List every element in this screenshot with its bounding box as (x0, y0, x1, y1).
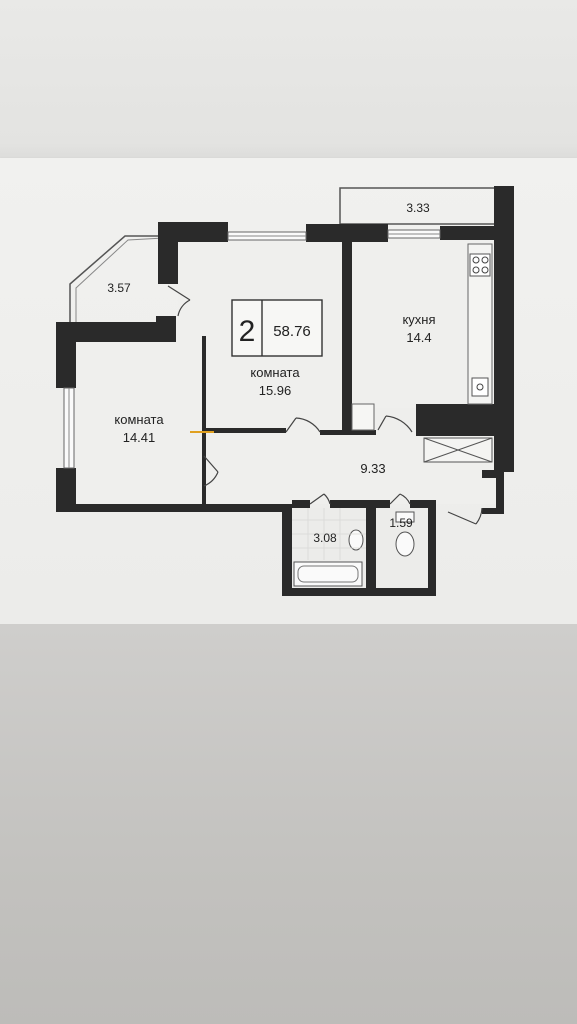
room-count: 2 (239, 315, 256, 348)
wardrobe-icon (423, 437, 493, 463)
kitchen-area: 14.4 (406, 330, 431, 345)
toilet-area: 1.59 (389, 516, 413, 530)
doors (167, 285, 483, 525)
living-room-area: 15.96 (259, 383, 292, 398)
apartment-badge: 2 58.76 (231, 299, 323, 357)
table-surface (0, 624, 577, 1024)
balcony-left-outline (69, 235, 160, 322)
balcony-left-area: 3.57 (107, 281, 131, 295)
sink-icon (471, 377, 489, 397)
kitchen-name: кухня (402, 312, 435, 327)
kitchen-counter (467, 243, 493, 405)
radiator-icon (351, 403, 375, 431)
hallway-area: 9.33 (360, 461, 385, 476)
windows (63, 229, 441, 469)
toilet-icon (395, 531, 415, 557)
total-area: 58.76 (273, 323, 311, 340)
tile-pattern (292, 508, 366, 560)
walls (56, 186, 514, 596)
bedroom-name: комната (114, 412, 164, 427)
living-room-name: комната (250, 365, 300, 380)
bath-sink-icon (348, 529, 364, 551)
balcony-top-area: 3.33 (406, 201, 430, 215)
bathroom-area: 3.08 (313, 531, 337, 545)
balcony-left-rail (75, 237, 165, 322)
bathroom-fixtures (293, 511, 415, 587)
stove-icon (469, 253, 491, 277)
bedroom-area: 14.41 (123, 430, 156, 445)
toilet-tank-icon (395, 511, 415, 523)
